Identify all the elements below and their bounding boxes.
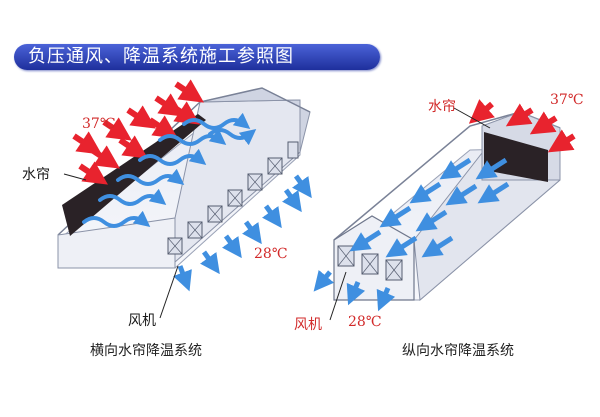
- title-banner: 负压通风、降温系统施工参照图: [14, 44, 380, 70]
- cool-temp-label-right: 28℃: [348, 314, 382, 330]
- fan-callout-line-right: [329, 271, 347, 321]
- exhaust-arrows-right: [313, 269, 396, 312]
- curtain-callout-line-right: [453, 107, 491, 129]
- exhaust-arrows-left: [173, 174, 312, 292]
- water-curtain-label-left: 水帘: [22, 167, 50, 183]
- hot-temp-label-right: 37℃: [550, 92, 584, 108]
- left-building: [57, 87, 311, 269]
- fan-callout-line-left: [159, 265, 179, 319]
- water-curtain-label-right: 水帘: [428, 99, 456, 115]
- cool-temp-label-left: 28℃: [254, 246, 288, 262]
- right-building: [333, 111, 561, 302]
- page-title: 负压通风、降温系统施工参照图: [28, 46, 294, 67]
- water-curtain-right: [484, 132, 548, 182]
- hot-air-arrows-left: [72, 79, 204, 185]
- cool-air-arrows-left: [82, 112, 257, 228]
- caption-right: 纵向水帘降温系统: [402, 343, 514, 359]
- hot-air-arrows-right: [468, 99, 576, 153]
- hot-temp-label-left: 37℃: [82, 116, 116, 132]
- water-curtain-left: [62, 114, 206, 236]
- fan-label-left: 风机: [128, 313, 156, 329]
- curtain-callout-line-left: [63, 173, 87, 181]
- cool-air-arrows-right: [349, 157, 510, 258]
- caption-left: 横向水帘降温系统: [90, 343, 202, 359]
- fan-label-right: 风机: [294, 317, 322, 333]
